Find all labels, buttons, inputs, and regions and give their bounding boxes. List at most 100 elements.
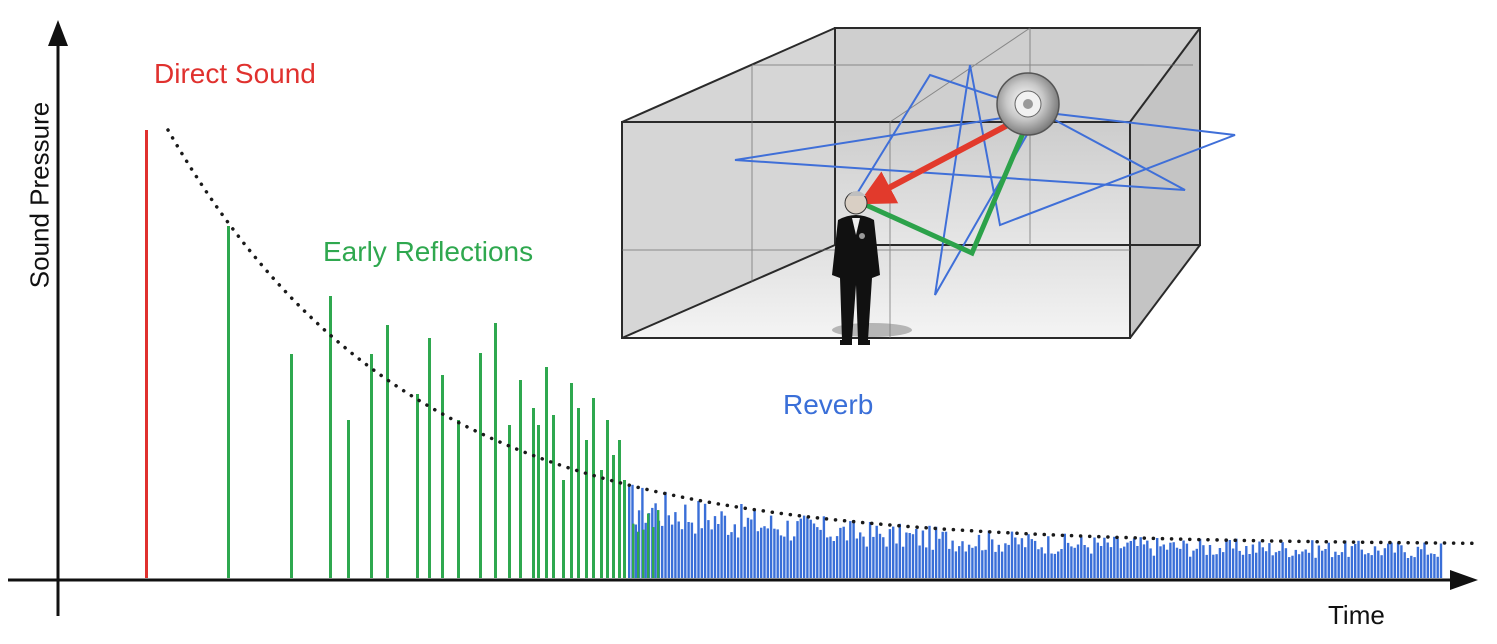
early-reflection-bar xyxy=(545,367,548,578)
reverb-bar xyxy=(865,546,868,578)
reverb-bar xyxy=(1024,547,1027,578)
reverb-bar xyxy=(1255,552,1258,578)
reverb-bar xyxy=(961,541,964,578)
early-reflection-bar xyxy=(441,375,444,578)
reverb-bar xyxy=(1149,548,1152,578)
reverb-bar xyxy=(971,547,974,578)
reverb-bar xyxy=(941,531,944,578)
reverb-bar xyxy=(948,548,951,578)
reverb-bar xyxy=(1278,550,1281,578)
reverb-bar xyxy=(664,491,667,578)
reverb-bar xyxy=(1235,538,1238,578)
reverb-bar xyxy=(766,528,769,578)
reverb-bar xyxy=(958,546,961,578)
reverb-bar xyxy=(1040,547,1043,578)
y-axis-label: Sound Pressure xyxy=(24,101,55,289)
reverb-bar xyxy=(1189,556,1192,578)
early-reflection-bar xyxy=(428,338,431,578)
reverb-bar xyxy=(1301,551,1304,578)
reverb-bar xyxy=(687,522,690,578)
reverb-bar xyxy=(1350,546,1354,578)
reverb-bar xyxy=(954,551,958,578)
reverb-bar xyxy=(826,537,829,578)
reverb-bar xyxy=(1321,550,1324,578)
reverb-bar xyxy=(839,527,842,578)
reverb-bar xyxy=(773,528,776,578)
reverb-bar xyxy=(1202,545,1205,578)
reverb-bar xyxy=(908,533,911,578)
reverb-bar xyxy=(1307,552,1311,578)
reverb-bar xyxy=(1403,552,1406,578)
y-axis xyxy=(48,20,68,616)
reverb-bar xyxy=(1136,546,1139,578)
reverb-bar xyxy=(1076,544,1080,578)
early-reflection-bar xyxy=(623,480,626,578)
reverb-bar xyxy=(1073,547,1076,578)
early-reflection-bar xyxy=(606,420,609,578)
reverb-bar xyxy=(793,536,796,578)
early-reflection-bar xyxy=(537,425,540,578)
reverb-bar xyxy=(852,520,855,578)
reverb-bar xyxy=(763,526,766,578)
reverb-bar xyxy=(1182,540,1185,578)
reverb-bar xyxy=(822,516,826,578)
reverb-bar xyxy=(1159,546,1162,578)
early-reflection-bar xyxy=(329,296,332,578)
reverb-bar xyxy=(809,519,812,578)
reverb-bar xyxy=(694,533,697,578)
early-reflection-bar xyxy=(585,440,588,578)
reverb-bar xyxy=(845,540,849,578)
reverb-bar xyxy=(1053,553,1057,578)
reverb-bar xyxy=(868,522,872,578)
reverb-bar xyxy=(1291,555,1294,578)
reverb-bar xyxy=(1231,548,1235,578)
reverb-bar xyxy=(799,518,802,578)
reverb-bar xyxy=(1139,537,1142,578)
reverb-bar xyxy=(1162,544,1165,578)
loudspeaker-icon xyxy=(996,72,1060,136)
speaking-person-icon xyxy=(832,191,912,345)
reverb-bar xyxy=(862,536,865,578)
reverb-bar xyxy=(1198,538,1202,578)
reverb-bar xyxy=(753,509,756,578)
reverb-bar xyxy=(1116,538,1119,578)
reverb-bar xyxy=(1126,542,1129,578)
reverb-bar xyxy=(1113,536,1116,578)
reverb-bar xyxy=(1327,542,1330,578)
reverb-bar xyxy=(994,551,997,578)
reverb-bar xyxy=(796,521,799,578)
early-reflection-bar xyxy=(386,325,389,578)
reverb-bar xyxy=(680,529,684,578)
reverb-bar xyxy=(1106,542,1109,578)
reverb-bar xyxy=(1390,542,1393,578)
reverb-bar xyxy=(1367,553,1370,578)
reverb-bar xyxy=(1033,540,1037,578)
reverb-bar xyxy=(1192,550,1195,578)
reverb-bar xyxy=(697,501,700,578)
reverb-bar xyxy=(1007,544,1010,578)
reverb-bar xyxy=(700,528,703,578)
impulse-bars xyxy=(145,130,1443,578)
reverb-bar xyxy=(723,515,727,578)
reverb-bar xyxy=(1215,554,1218,578)
reverb-bar xyxy=(1284,548,1288,578)
early-reflection-bar xyxy=(519,380,522,578)
reverb-bar xyxy=(842,526,845,578)
reverb-bar xyxy=(1010,531,1014,578)
reverb-bar xyxy=(707,520,710,578)
reverb-bar xyxy=(1436,556,1439,578)
reverb-bar xyxy=(1050,553,1053,578)
reverb-bar xyxy=(674,512,677,578)
reverb-bar xyxy=(977,534,981,578)
reverb-bar xyxy=(1086,547,1090,578)
reverb-bar xyxy=(829,536,832,578)
y-axis-arrowhead xyxy=(48,20,68,46)
reverb-bar xyxy=(931,549,934,578)
reverb-bar xyxy=(849,521,852,578)
reverb-bar xyxy=(769,515,773,578)
decay-envelope-curve xyxy=(166,128,1482,546)
reverb-bar xyxy=(634,524,637,578)
reverb-bar xyxy=(967,544,971,578)
room-right-wall xyxy=(1130,28,1200,338)
reverb-bar xyxy=(997,544,1000,578)
